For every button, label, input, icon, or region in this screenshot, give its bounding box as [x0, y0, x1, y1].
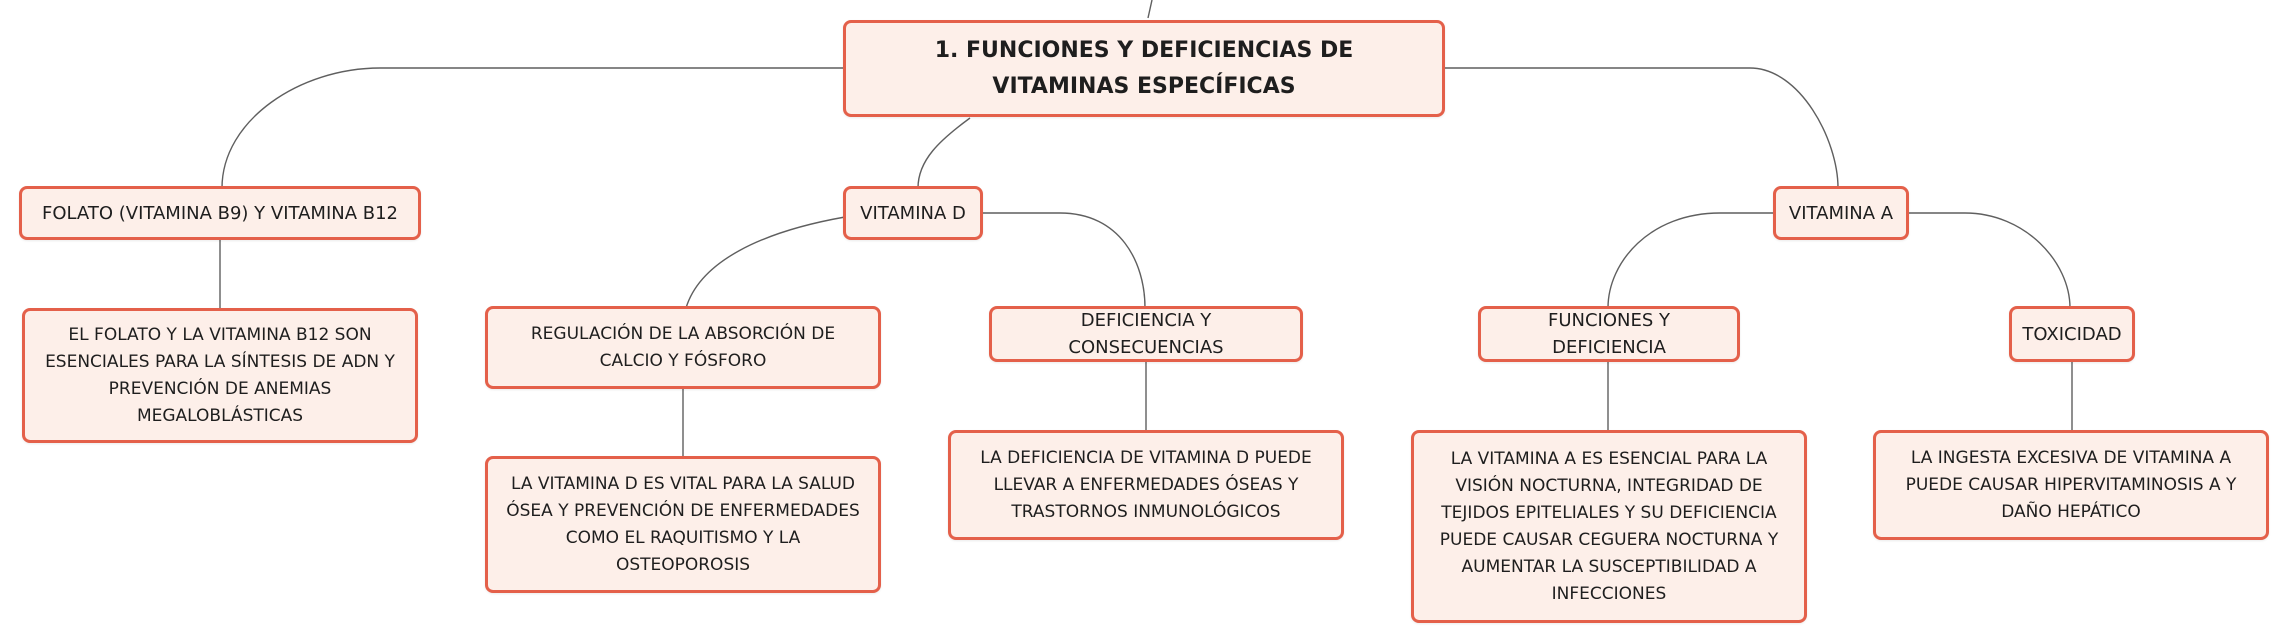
subtopic-toxicidad[interactable]: TOXICIDAD: [2009, 306, 2135, 362]
root-node[interactable]: 1. FUNCIONES Y DEFICIENCIAS DE VITAMINAS…: [843, 20, 1445, 117]
leaf-regulacion-detail-label: LA VITAMINA D ES VITAL PARA LA SALUD ÓSE…: [506, 473, 860, 575]
topic-folato-label: FOLATO (VITAMINA B9) Y VITAMINA B12: [41, 202, 399, 224]
connector-vita-toxicidad: [1907, 212, 2071, 309]
subtopic-toxicidad-label: TOXICIDAD: [2022, 323, 2122, 345]
leaf-funciones-detail-label: LA VITAMINA A ES ESENCIAL PARA LA VISIÓN…: [1439, 448, 1779, 604]
connector-vitd-regulacion: [685, 216, 846, 309]
subtopic-funciones-label: FUNCIONES Y DEFICIENCIA: [1547, 310, 1671, 358]
leaf-folato-detail-label: EL FOLATO Y LA VITAMINA B12 SON ESENCIAL…: [45, 324, 395, 426]
leaf-deficiencia-detail-label: LA DEFICIENCIA DE VITAMINA D PUEDE LLEVA…: [980, 447, 1312, 522]
subtopic-deficiencia-label: DEFICIENCIA Y CONSECUENCIAS: [1068, 310, 1224, 358]
topic-vitamina-d[interactable]: VITAMINA D: [843, 186, 983, 240]
topic-vitamina-d-label: VITAMINA D: [860, 202, 966, 224]
connector-vitd-deficiencia: [983, 212, 1146, 309]
topic-vitamina-a[interactable]: VITAMINA A: [1773, 186, 1909, 240]
connector-vita-funciones: [1607, 212, 1773, 309]
leaf-folato-detail[interactable]: EL FOLATO Y LA VITAMINA B12 SON ESENCIAL…: [22, 308, 418, 443]
root-node-label: 1. FUNCIONES Y DEFICIENCIAS DE VITAMINAS…: [934, 37, 1354, 99]
subtopic-regulacion-label: REGULACIÓN DE LA ABSORCIÓN DE CALCIO Y F…: [530, 323, 836, 371]
leaf-funciones-detail[interactable]: LA VITAMINA A ES ESENCIAL PARA LA VISIÓN…: [1411, 430, 1807, 623]
leaf-toxicidad-detail[interactable]: LA INGESTA EXCESIVA DE VITAMINA A PUEDE …: [1873, 430, 2269, 540]
connector-root-folato: [221, 67, 848, 189]
subtopic-deficiencia[interactable]: DEFICIENCIA Y CONSECUENCIAS: [989, 306, 1303, 362]
topic-vitamina-a-label: VITAMINA A: [1788, 202, 1894, 224]
leaf-deficiencia-detail[interactable]: LA DEFICIENCIA DE VITAMINA D PUEDE LLEVA…: [948, 430, 1344, 540]
subtopic-regulacion[interactable]: REGULACIÓN DE LA ABSORCIÓN DE CALCIO Y F…: [485, 306, 881, 389]
connector-root-parent: [1147, 0, 1153, 19]
topic-folato[interactable]: FOLATO (VITAMINA B9) Y VITAMINA B12: [19, 186, 421, 240]
connector-root-vitamina-a: [1443, 67, 1839, 189]
subtopic-funciones[interactable]: FUNCIONES Y DEFICIENCIA: [1478, 306, 1740, 362]
leaf-toxicidad-detail-label: LA INGESTA EXCESIVA DE VITAMINA A PUEDE …: [1905, 447, 2237, 522]
connector-root-vitamina-d: [917, 117, 971, 189]
leaf-regulacion-detail[interactable]: LA VITAMINA D ES VITAL PARA LA SALUD ÓSE…: [485, 456, 881, 593]
